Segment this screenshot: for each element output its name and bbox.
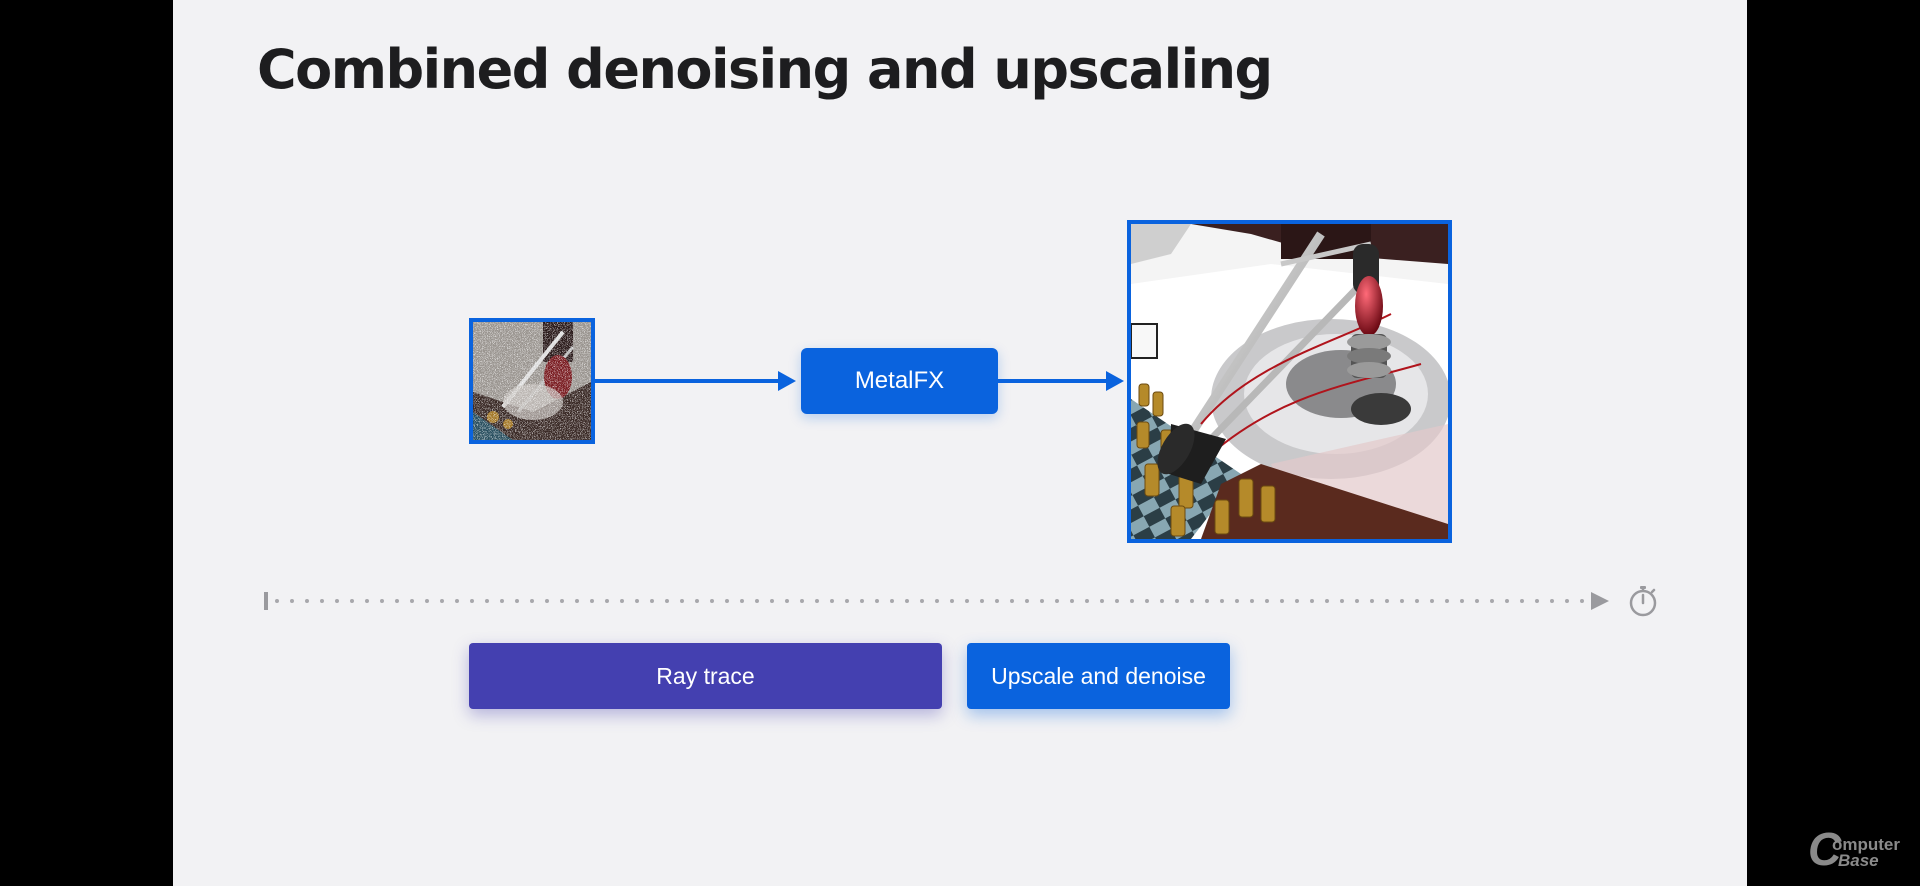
clean-output-image xyxy=(1127,220,1452,543)
noisy-input-image xyxy=(469,318,595,444)
arrow-to-metalfx xyxy=(595,371,796,391)
metalfx-process-box: MetalFX xyxy=(801,348,998,414)
computerbase-watermark: C omputer Base xyxy=(1808,826,1912,878)
ray-trace-stage: Ray trace xyxy=(469,643,942,709)
watermark-line1: omputer xyxy=(1832,835,1900,854)
upscale-denoise-stage: Upscale and denoise xyxy=(967,643,1230,709)
slide-title: Combined denoising and upscaling xyxy=(257,38,1273,101)
timeline-axis xyxy=(261,586,1661,616)
presentation-slide: Combined denoising and upscaling xyxy=(173,0,1747,886)
arrow-to-output xyxy=(998,371,1124,391)
watermark-line2: Base xyxy=(1838,851,1879,870)
stopwatch-icon xyxy=(1627,585,1659,617)
watermark-mark: C xyxy=(1808,823,1842,875)
